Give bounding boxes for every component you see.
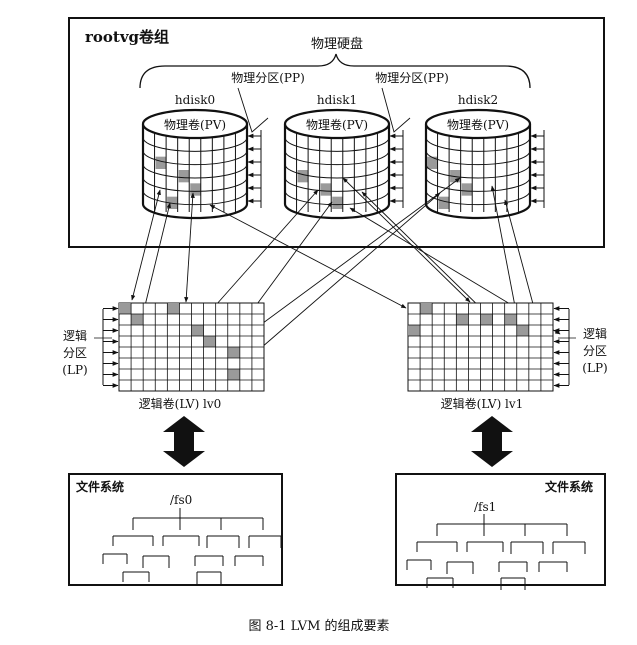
volume-group-title: rootvg卷组 — [85, 28, 169, 46]
lp-label-left-line3: (LP) — [62, 363, 87, 377]
lp-cell-shaded — [119, 303, 132, 314]
logical-volume-grids — [102, 302, 570, 392]
disk-grid-row — [425, 150, 531, 166]
lp-cell-shaded — [227, 347, 240, 358]
lp-cell-shaded — [191, 325, 204, 336]
lp-cell-shaded — [408, 325, 421, 336]
pp-cell-shaded — [320, 183, 332, 196]
disk-top — [424, 108, 532, 140]
disk-1: 物理卷(PV) hdisk1 — [283, 93, 404, 220]
lp-cell-shaded — [516, 325, 529, 336]
lp-label-left-line1: 逻辑 — [63, 329, 87, 343]
lp-label-left-line2: 分区 — [63, 346, 87, 360]
lp-cell-shaded — [167, 303, 180, 314]
lp-cell-shaded — [480, 314, 493, 325]
pp-cell-shaded — [332, 196, 343, 209]
pp-cell-shaded — [297, 170, 309, 183]
fs0-box — [68, 473, 283, 586]
pp-lp-link — [209, 204, 407, 309]
disk-grid-row — [142, 163, 248, 179]
disk-2: 物理卷(PV) hdisk2 — [424, 93, 545, 220]
pp-cell-shaded — [190, 183, 201, 196]
lv1-fs-double-arrow — [471, 416, 513, 467]
disk-grid-row — [284, 150, 390, 166]
physical-disk-brace — [139, 53, 531, 89]
pv-label: 物理卷(PV) — [164, 117, 226, 132]
pv-label: 物理卷(PV) — [306, 117, 368, 132]
pp-lp-links — [131, 177, 561, 355]
lp-cell-shaded — [456, 314, 469, 325]
disk-name: hdisk1 — [317, 93, 357, 107]
fs0-tree — [102, 508, 282, 584]
disk-top — [141, 108, 249, 140]
disk-group: 物理卷(PV) hdisk0 物理卷(PV) hdisk1 物理卷(PV) hdisk2 — [141, 93, 545, 220]
lp-label-right-line2: 分区 — [583, 344, 607, 358]
pp-cell-shaded — [178, 170, 190, 183]
pp-lp-link — [239, 177, 461, 341]
disk-grid-row — [142, 150, 248, 166]
disk-grid-row — [142, 137, 248, 152]
lv1-caption: 逻辑卷(LV) lv1 — [441, 396, 524, 411]
fs1-title: 文件系统 — [545, 479, 593, 494]
disk-grid-row — [425, 163, 531, 179]
pp-callout-left — [237, 87, 269, 133]
pp-label-right: 物理分区(PP) — [375, 71, 449, 85]
lp-cell-shaded — [203, 336, 216, 347]
lp-cell-shaded — [227, 369, 240, 380]
pp-callout-right — [381, 87, 411, 133]
disk-name: hdisk2 — [458, 93, 498, 107]
directory-trees — [102, 508, 586, 590]
physical-disk-label: 物理硬盘 — [311, 36, 363, 52]
disk-grid-row — [284, 137, 390, 152]
pp-lp-link — [141, 202, 171, 319]
lp-cell-shaded — [420, 303, 433, 314]
lp-label-right-line1: 逻辑 — [583, 327, 607, 341]
lp-cell-shaded — [504, 314, 517, 325]
disk-name: hdisk0 — [175, 93, 215, 107]
lv1-grid — [407, 302, 570, 392]
pp-cell-shaded — [438, 196, 450, 209]
figure-caption: 图 8-1 LVM 的组成要素 — [248, 618, 389, 634]
fs0-root: /fs0 — [170, 493, 192, 507]
pp-cell-shaded — [461, 183, 473, 196]
disk-0: 物理卷(PV) hdisk0 — [141, 93, 262, 220]
pp-label-left: 物理分区(PP) — [231, 71, 305, 85]
lp-cell-shaded — [131, 314, 144, 325]
fs1-tree — [406, 514, 586, 590]
lv0-caption: 逻辑卷(LV) lv0 — [139, 396, 222, 411]
lp-label-right-line3: (LP) — [582, 361, 607, 375]
lv0-grid — [102, 302, 265, 392]
pv-label: 物理卷(PV) — [447, 117, 509, 132]
fs0-title: 文件系统 — [76, 479, 124, 494]
pp-cell-shaded — [155, 156, 167, 169]
disk-grid-row — [425, 137, 531, 152]
fs1-root: /fs1 — [474, 500, 496, 514]
disk-top — [283, 108, 391, 140]
lv0-fs-double-arrow — [163, 416, 205, 467]
pp-cell-shaded — [427, 156, 438, 169]
